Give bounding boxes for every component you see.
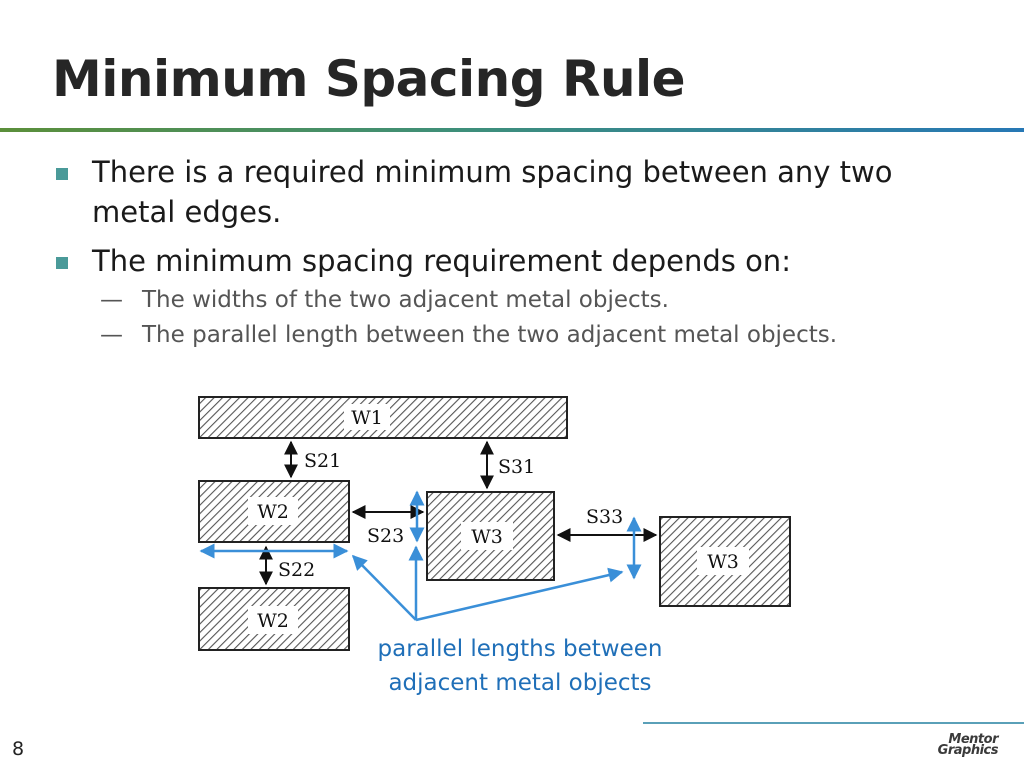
caption-line: parallel lengths between — [377, 636, 663, 662]
bullet-text: The minimum spacing requirement depends … — [92, 244, 791, 278]
square-bullet-icon — [56, 168, 68, 180]
sub-bullet-text: The widths of the two adjacent metal obj… — [142, 287, 669, 313]
label-w3-right: W3 — [707, 551, 739, 573]
label-w1: W1 — [351, 407, 383, 429]
metal-w2-bottom: W2 — [198, 587, 350, 651]
bullet-text: There is a required minimum spacing betw… — [92, 155, 893, 229]
label-s21: S21 — [304, 450, 341, 472]
metal-w3-right: W3 — [659, 516, 791, 607]
pointer-line — [351, 554, 417, 621]
dash-bullet-icon: — — [100, 287, 123, 313]
label-s31: S31 — [498, 456, 535, 478]
sub-bullet-item: — The parallel length between the two ad… — [92, 318, 952, 353]
page-number: 8 — [12, 738, 25, 760]
label-w2-top: W2 — [257, 501, 289, 523]
diagram-caption: parallel lengths between adjacent metal … — [340, 632, 700, 700]
pointer-line — [415, 567, 624, 622]
logo-text: Graphics — [937, 743, 999, 758]
label-w3-left: W3 — [471, 526, 503, 548]
sub-bullet-list: — The widths of the two adjacent metal o… — [92, 283, 952, 353]
dash-bullet-icon: — — [100, 322, 123, 348]
footer-divider — [643, 722, 1024, 724]
title-divider — [0, 128, 1024, 132]
square-bullet-icon — [56, 257, 68, 269]
logo-text: Mentor — [948, 732, 998, 747]
slide-title: Minimum Spacing Rule — [52, 50, 686, 108]
sub-bullet-text: The parallel length between the two adja… — [142, 322, 838, 348]
bullet-item: The minimum spacing requirement depends … — [52, 241, 952, 353]
label-s23: S23 — [367, 525, 404, 547]
mentor-graphics-logo: Mentor Graphics — [918, 732, 999, 758]
bullet-list: There is a required minimum spacing betw… — [52, 152, 952, 353]
sub-bullet-item: — The widths of the two adjacent metal o… — [92, 283, 952, 318]
label-s33: S33 — [586, 506, 623, 528]
bullet-item: There is a required minimum spacing betw… — [52, 152, 952, 232]
label-w2-bottom: W2 — [257, 610, 289, 632]
caption-line: adjacent metal objects — [388, 670, 652, 696]
metal-w3-left: W3 — [426, 491, 555, 581]
label-s22: S22 — [278, 559, 315, 581]
metal-w1: W1 — [198, 396, 568, 439]
metal-w2-top: W2 — [198, 480, 350, 543]
